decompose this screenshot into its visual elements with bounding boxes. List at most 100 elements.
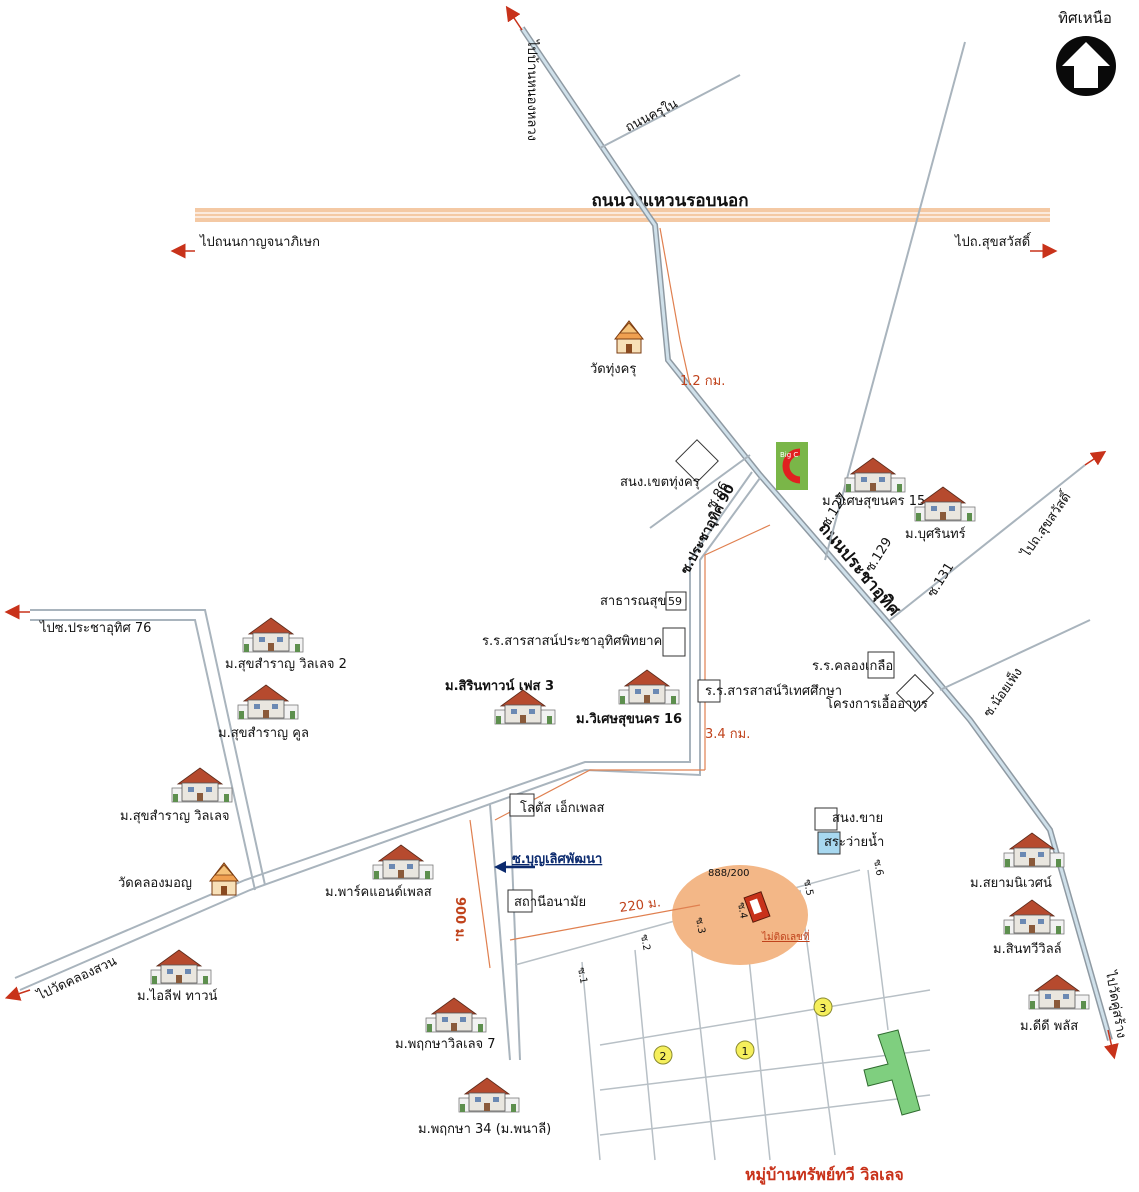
village-v11-label: ม.พฤกษา 34 (ม.พนาลี) [418, 1121, 551, 1137]
health-59-number: 59 [668, 595, 682, 608]
pool-box [817, 831, 841, 855]
village-v10-label: ม.พฤกษาวิลเลจ 7 [395, 1037, 496, 1052]
health-station-box [507, 889, 533, 913]
soi-boonlert-label: ซ.บุญเลิศพัฒนา [512, 852, 602, 867]
school-pracha-label: ร.ร.สารสาสน์ประชาอุทิศพิทยาคาร [482, 633, 677, 649]
zone-3-marker [813, 997, 833, 1017]
north-label: ทิศเหนือ [1058, 9, 1112, 27]
ring-road-label: ถนนวงแหวนรอบนอก [592, 191, 749, 211]
site-no-number-label: ไม่ติดเลขที่ [761, 929, 810, 943]
house-icon [150, 949, 212, 985]
pracha-uthit-road-label: ถนนประชาอุทิศ [814, 518, 905, 621]
village-v12-label: ม.สยามนิเวศน์ [970, 875, 1052, 891]
soi-131-label: ซ.131 [925, 560, 958, 600]
health-station-label: สถานีอนามัย [514, 894, 586, 910]
soi-pracha-uthit-90: ซ.ประชาอุทิศ 90 ไปวัดคลองสวน [4, 471, 761, 1004]
site-number-label: 888/200 [708, 868, 750, 879]
boonlert-road: ซ.บุญเลิศพัฒนา [489, 804, 602, 1061]
to-pracha-uthit-76-label: ไปซ.ประชาอุทิศ 76 [39, 620, 151, 636]
soi-129-label: ซ.129 [863, 535, 896, 575]
east-side-roads: ไปถ.สุขสวัสดิ์ ซ.น้อยเพ็ง ซ.127 ซ.129 ซ.… [819, 41, 1130, 1060]
khru-nai-label: ถนนครุใน [623, 96, 681, 136]
house-icon [171, 767, 233, 803]
wat-thung-khru-label: วัดทุ่งครุ [590, 362, 636, 377]
to-nong-tamluang-label: ไปบ้านหนองหลวง [524, 39, 540, 141]
house-icon [1028, 974, 1090, 1010]
soi-4-label: ซ.4 [735, 902, 749, 920]
village-v14-label: ม.ดีดี พลัส [1020, 1018, 1078, 1034]
wat-khlong-mon-label: วัดคลองมอญ [118, 876, 192, 891]
village-v9-label: ม.ไอลีฟ ทาวน์ [137, 988, 218, 1004]
house-icon [372, 844, 434, 880]
house-icon [844, 457, 906, 493]
house-icon [242, 617, 304, 653]
northeast-arrow-icon [1084, 450, 1107, 466]
village-grid: 888/200 ไม่ติดเลขที่ ซ.1 ซ.2 ซ.3 ซ.4 ซ.5… [514, 859, 931, 1186]
school-khlong-kluea-box [867, 651, 895, 679]
ring-road: ถนนวงแหวนรอบนอก ไปถนนกาญจนาภิเษก ไปถ.สุข… [170, 191, 1058, 259]
zone-3-label: 3 [820, 1002, 827, 1015]
park-area [863, 1029, 921, 1116]
villages: ม.สุขสำราญ วิลเลจ 2 ม.สุขสำราญ คูล ม.สุข… [120, 457, 1090, 1137]
south-road-arrow-icon [1104, 1029, 1119, 1060]
to-suksawat-right-label: ไปถ.สุขสวัสดิ์ [1016, 487, 1075, 561]
west-road: ไปซ.ประชาอุทิศ 76 [4, 604, 266, 891]
distance-1-label: 1.2 กม. [680, 374, 725, 389]
house-icon [1003, 899, 1065, 935]
health-59-label: สาธารณสุข [600, 594, 666, 609]
khru-nai-road: ถนนครุใน [599, 74, 741, 149]
soi-1-label: ซ.1 [575, 967, 589, 985]
house-icon [425, 997, 487, 1033]
school-wiseth-label: ร.ร.สารสาสน์วิเทศศึกษา [705, 683, 842, 699]
project-uea-box [895, 673, 935, 713]
soi-noi-phueng-label: ซ.น้อยเพ็ง [979, 664, 1026, 721]
district-office-icon [675, 439, 719, 483]
zone-1-label: 1 [742, 1045, 749, 1058]
temple-khlong-mon-icon [209, 862, 239, 896]
zone-1-marker [735, 1040, 755, 1060]
to-kanchanaphisek-label: ไปถนนกาญจนาภิเษก [199, 234, 320, 250]
north-road-arrow-icon [505, 5, 523, 31]
big-c-label: Big C [780, 451, 798, 459]
to-suksawat-top-label: ไปถ.สุขสวัสดิ์ [954, 232, 1032, 250]
landmarks: วัดทุ่งครุ สนง.เขตทุ่งครุ Big C สาธารณสุ… [118, 320, 935, 913]
sales-office-box [814, 807, 838, 831]
village-v8-label: ม.พาร์คแอนด์เพลส [325, 884, 432, 900]
distance-4-label: 220 ม. [618, 895, 661, 916]
soi-6-label: ซ.6 [871, 859, 885, 877]
distance-3-label: 900 ม. [452, 897, 467, 942]
zone-2-marker [653, 1045, 673, 1065]
soi-2-label: ซ.2 [638, 934, 652, 952]
village-v13-label: ม.สินทวีวิลล์ [993, 941, 1062, 957]
village-v7-label: ม.บุศรินทร์ [905, 526, 966, 542]
school-pracha-box [662, 627, 686, 657]
village-v4-label: ม.สิรินทาวน์ เฟส 3 [445, 678, 554, 694]
temple-icon [614, 320, 644, 354]
boonlert-arrow-icon [494, 861, 506, 873]
house-icon [618, 669, 680, 705]
lotus-label: โลตัส เอ็กเพลส [520, 798, 605, 816]
police-thung-khru-label: สนง.เขตทุ่งครุ [620, 475, 700, 490]
village-v6-label: ม.วิเศษสุขนคร 15 [822, 494, 925, 509]
health-59-box [665, 591, 687, 611]
village-v2-label: ม.สุขสำราญ คูล [218, 726, 309, 741]
north-indicator: ทิศเหนือ [1056, 9, 1116, 96]
site-highlight [672, 865, 808, 965]
zone-2-label: 2 [660, 1050, 667, 1063]
big-c-logo [776, 442, 808, 490]
school-khlong-kluea-label: ร.ร.คลองเกลือ [812, 658, 893, 674]
house-icon [458, 1077, 520, 1113]
southwest-arrow-icon [4, 986, 31, 1001]
soi-5-label: ซ.5 [801, 879, 815, 897]
house-icon [237, 684, 299, 720]
village-title: หมู่บ้านทรัพย์ทวี วิลเลจ [745, 1165, 904, 1186]
pool-label: สระว่ายน้ำ [824, 832, 884, 850]
village-v1-label: ม.สุขสำราญ วิลเลจ 2 [225, 657, 347, 672]
sales-office-label: สนง.ขาย [832, 811, 883, 826]
house-icon [494, 689, 556, 725]
project-uea-label: โครงการเอื้ออาทร [826, 694, 928, 712]
distance-2-label: 3.4 กม. [705, 727, 750, 742]
village-v3-label: ม.สุขสำราญ วิลเลจ [120, 809, 230, 824]
lotus-box [509, 793, 535, 817]
